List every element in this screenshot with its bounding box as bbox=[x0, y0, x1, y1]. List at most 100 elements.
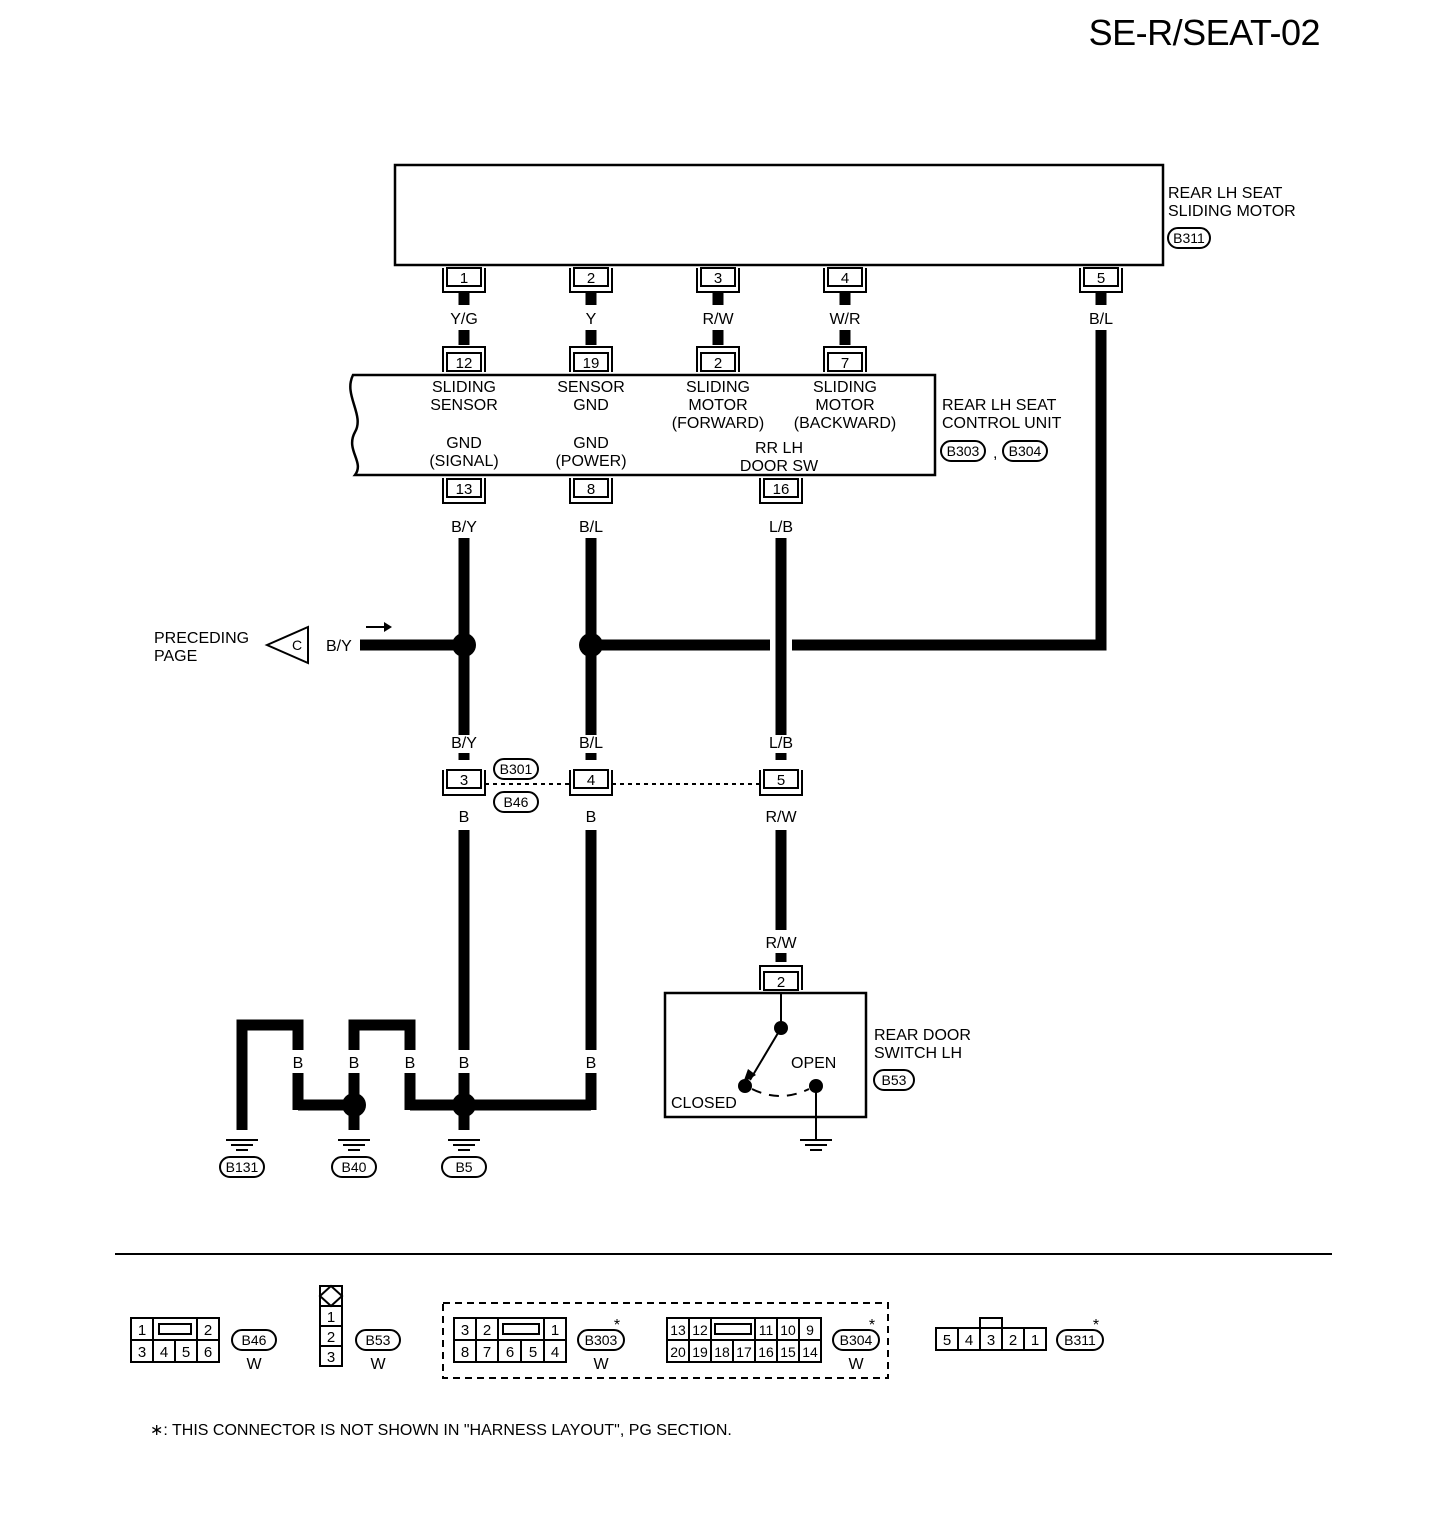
svg-text:8: 8 bbox=[587, 481, 595, 498]
svg-text:3: 3 bbox=[461, 1322, 469, 1339]
svg-text:SENSOR: SENSOR bbox=[557, 379, 625, 396]
motor-label-line1: REAR LH SEAT bbox=[1168, 185, 1283, 202]
cu-function-labels: SLIDING SENSOR SENSOR GND SLIDING MOTOR … bbox=[429, 379, 896, 475]
svg-text:(POWER): (POWER) bbox=[555, 453, 626, 470]
svg-text:5: 5 bbox=[943, 1332, 951, 1349]
svg-text:B304: B304 bbox=[1009, 443, 1042, 459]
switch-closed-label: CLOSED bbox=[671, 1095, 737, 1112]
wire-label-b-2: B bbox=[586, 809, 597, 826]
svg-text:20: 20 bbox=[670, 1344, 686, 1360]
svg-text:2: 2 bbox=[327, 1329, 335, 1346]
switch-connector-tag: B53 bbox=[873, 1069, 915, 1091]
svg-text:B5: B5 bbox=[455, 1159, 472, 1175]
wire-label-r-w-mid: R/W bbox=[765, 809, 797, 826]
svg-text:6: 6 bbox=[204, 1344, 212, 1361]
connector-view-b53: 1 2 3 B53 W bbox=[318, 1284, 401, 1373]
motor-pin-5: 5 bbox=[1079, 267, 1123, 293]
svg-text:SLIDING: SLIDING bbox=[813, 379, 877, 396]
control-unit-box bbox=[349, 373, 937, 477]
ground-wire-label-1: B bbox=[237, 1055, 248, 1072]
svg-text:(SIGNAL): (SIGNAL) bbox=[429, 453, 498, 470]
svg-text:W: W bbox=[593, 1356, 609, 1373]
svg-text:7: 7 bbox=[483, 1344, 491, 1361]
switch-label-line2: SWITCH LH bbox=[874, 1045, 962, 1062]
preceding-page-link: PRECEDING PAGE C B/Y bbox=[154, 622, 392, 665]
switch-open-label: OPEN bbox=[791, 1055, 836, 1072]
svg-text:2: 2 bbox=[777, 974, 785, 991]
svg-text:8: 8 bbox=[461, 1344, 469, 1361]
svg-text:19: 19 bbox=[583, 355, 600, 372]
svg-text:2: 2 bbox=[714, 355, 722, 372]
wire-label-b-1: B bbox=[459, 809, 470, 826]
cu-connector-tag-b304: B304 bbox=[1002, 440, 1048, 462]
svg-text:W: W bbox=[370, 1356, 386, 1373]
wire-label-b-y-mid: B/Y bbox=[451, 735, 477, 752]
ground-wire-label-6: B bbox=[586, 1055, 597, 1072]
svg-text:3: 3 bbox=[987, 1332, 995, 1349]
ground-wire-label-2: B bbox=[293, 1055, 304, 1072]
svg-text:9: 9 bbox=[806, 1322, 814, 1338]
svg-text:14: 14 bbox=[802, 1344, 818, 1360]
connector-view-b311: 5 4 3 2 1 B311 * bbox=[935, 1317, 1104, 1351]
cu-label-line1: REAR LH SEAT bbox=[942, 397, 1057, 414]
splice-b-y bbox=[452, 633, 476, 657]
svg-text:MOTOR: MOTOR bbox=[815, 397, 874, 414]
svg-text:SLIDING: SLIDING bbox=[432, 379, 496, 396]
svg-text:MOTOR: MOTOR bbox=[688, 397, 747, 414]
cu-label-line2: CONTROL UNIT bbox=[942, 415, 1062, 432]
svg-text:3: 3 bbox=[714, 270, 722, 287]
svg-text:5: 5 bbox=[529, 1344, 537, 1361]
cu-pin-8: 8 bbox=[569, 478, 613, 504]
cu-pin-16: 16 bbox=[759, 478, 803, 504]
svg-text:3: 3 bbox=[460, 772, 468, 789]
svg-text:SENSOR: SENSOR bbox=[430, 397, 498, 414]
motor-pin-2: 2 bbox=[569, 267, 613, 293]
ground-b40: B40 bbox=[331, 1139, 377, 1178]
svg-text:17: 17 bbox=[736, 1344, 752, 1360]
cu-connector-tag-b303: B303 bbox=[940, 440, 986, 462]
wire-label-b-l-mid: B/L bbox=[579, 735, 603, 752]
cu-pin-12: 12 bbox=[442, 346, 486, 372]
svg-text:GND: GND bbox=[573, 435, 609, 452]
cu-pin-2: 2 bbox=[696, 346, 740, 372]
svg-text:3: 3 bbox=[327, 1349, 335, 1366]
wire-label-y: Y bbox=[586, 311, 597, 328]
svg-text:18: 18 bbox=[714, 1344, 730, 1360]
svg-text:3: 3 bbox=[138, 1344, 146, 1361]
ground-b131: B131 bbox=[219, 1139, 265, 1178]
connector-view-b46: 1 2 3 4 5 6 B46 W bbox=[130, 1317, 277, 1373]
svg-text:6: 6 bbox=[506, 1344, 514, 1361]
cu-pin-13: 13 bbox=[442, 478, 486, 504]
svg-text:DOOR SW: DOOR SW bbox=[740, 458, 819, 475]
connector-group-frame bbox=[442, 1302, 889, 1379]
svg-text:B311: B311 bbox=[1064, 1332, 1096, 1348]
svg-text:4: 4 bbox=[551, 1344, 559, 1361]
wire-label-b-y-top: B/Y bbox=[451, 519, 477, 536]
svg-text:*: * bbox=[1093, 1317, 1099, 1334]
svg-text:B304: B304 bbox=[840, 1332, 873, 1348]
wire-label-y-g: Y/G bbox=[450, 311, 478, 328]
svg-text:19: 19 bbox=[692, 1344, 708, 1360]
svg-text:1: 1 bbox=[138, 1322, 146, 1339]
svg-text:10: 10 bbox=[780, 1322, 796, 1338]
svg-text:RR LH: RR LH bbox=[755, 440, 803, 457]
svg-text:5: 5 bbox=[182, 1344, 190, 1361]
svg-text:4: 4 bbox=[587, 772, 595, 789]
wire-label-b-l-top: B/L bbox=[579, 519, 603, 536]
wire-label-l-b-top: L/B bbox=[769, 519, 793, 536]
svg-text:W: W bbox=[848, 1356, 864, 1373]
cu-connector-separator: , bbox=[993, 445, 997, 462]
svg-text:2: 2 bbox=[483, 1322, 491, 1339]
wire-label-l-b-mid: L/B bbox=[769, 735, 793, 752]
sliding-motor-box bbox=[393, 163, 1165, 267]
connector-view-b303: 3 2 1 8 7 6 5 4 B303 W * bbox=[453, 1317, 625, 1373]
ground-wire-label-5: B bbox=[459, 1055, 470, 1072]
svg-text:B303: B303 bbox=[947, 443, 980, 459]
switch-label-line1: REAR DOOR bbox=[874, 1027, 971, 1044]
svg-text:(BACKWARD): (BACKWARD) bbox=[794, 415, 897, 432]
mid-pin-4: 4 bbox=[569, 769, 613, 796]
mid-pin-3: 3 bbox=[442, 769, 486, 796]
svg-text:GND: GND bbox=[446, 435, 482, 452]
svg-text:2: 2 bbox=[1009, 1332, 1017, 1349]
